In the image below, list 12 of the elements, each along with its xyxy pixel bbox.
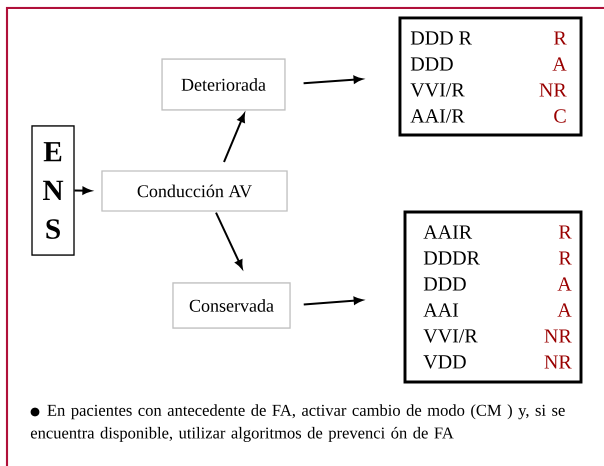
arrow — [223, 113, 245, 162]
code-table-box: AAIR R DDDR R DDD A AAI A VVI/R NR VDD NR — [404, 210, 582, 384]
code-table-box: DDD R R DDD A VVI/R NR AAI/R C — [398, 16, 582, 136]
arrow — [215, 212, 243, 269]
process-box: Deteriorada — [161, 58, 286, 111]
letter-box: E N S — [31, 125, 75, 256]
arrow — [304, 76, 363, 84]
arrow — [74, 186, 92, 195]
process-box: Conservada — [172, 282, 291, 329]
arrow — [304, 296, 363, 306]
process-box: Conducción AV — [101, 170, 288, 212]
bullet-note: En pacientes con antecedente de FA, activar cambio de modo (CM ) y, si se encuentra disponible, utilizar algoritmos de prevenci ón de FA — [30, 404, 565, 442]
